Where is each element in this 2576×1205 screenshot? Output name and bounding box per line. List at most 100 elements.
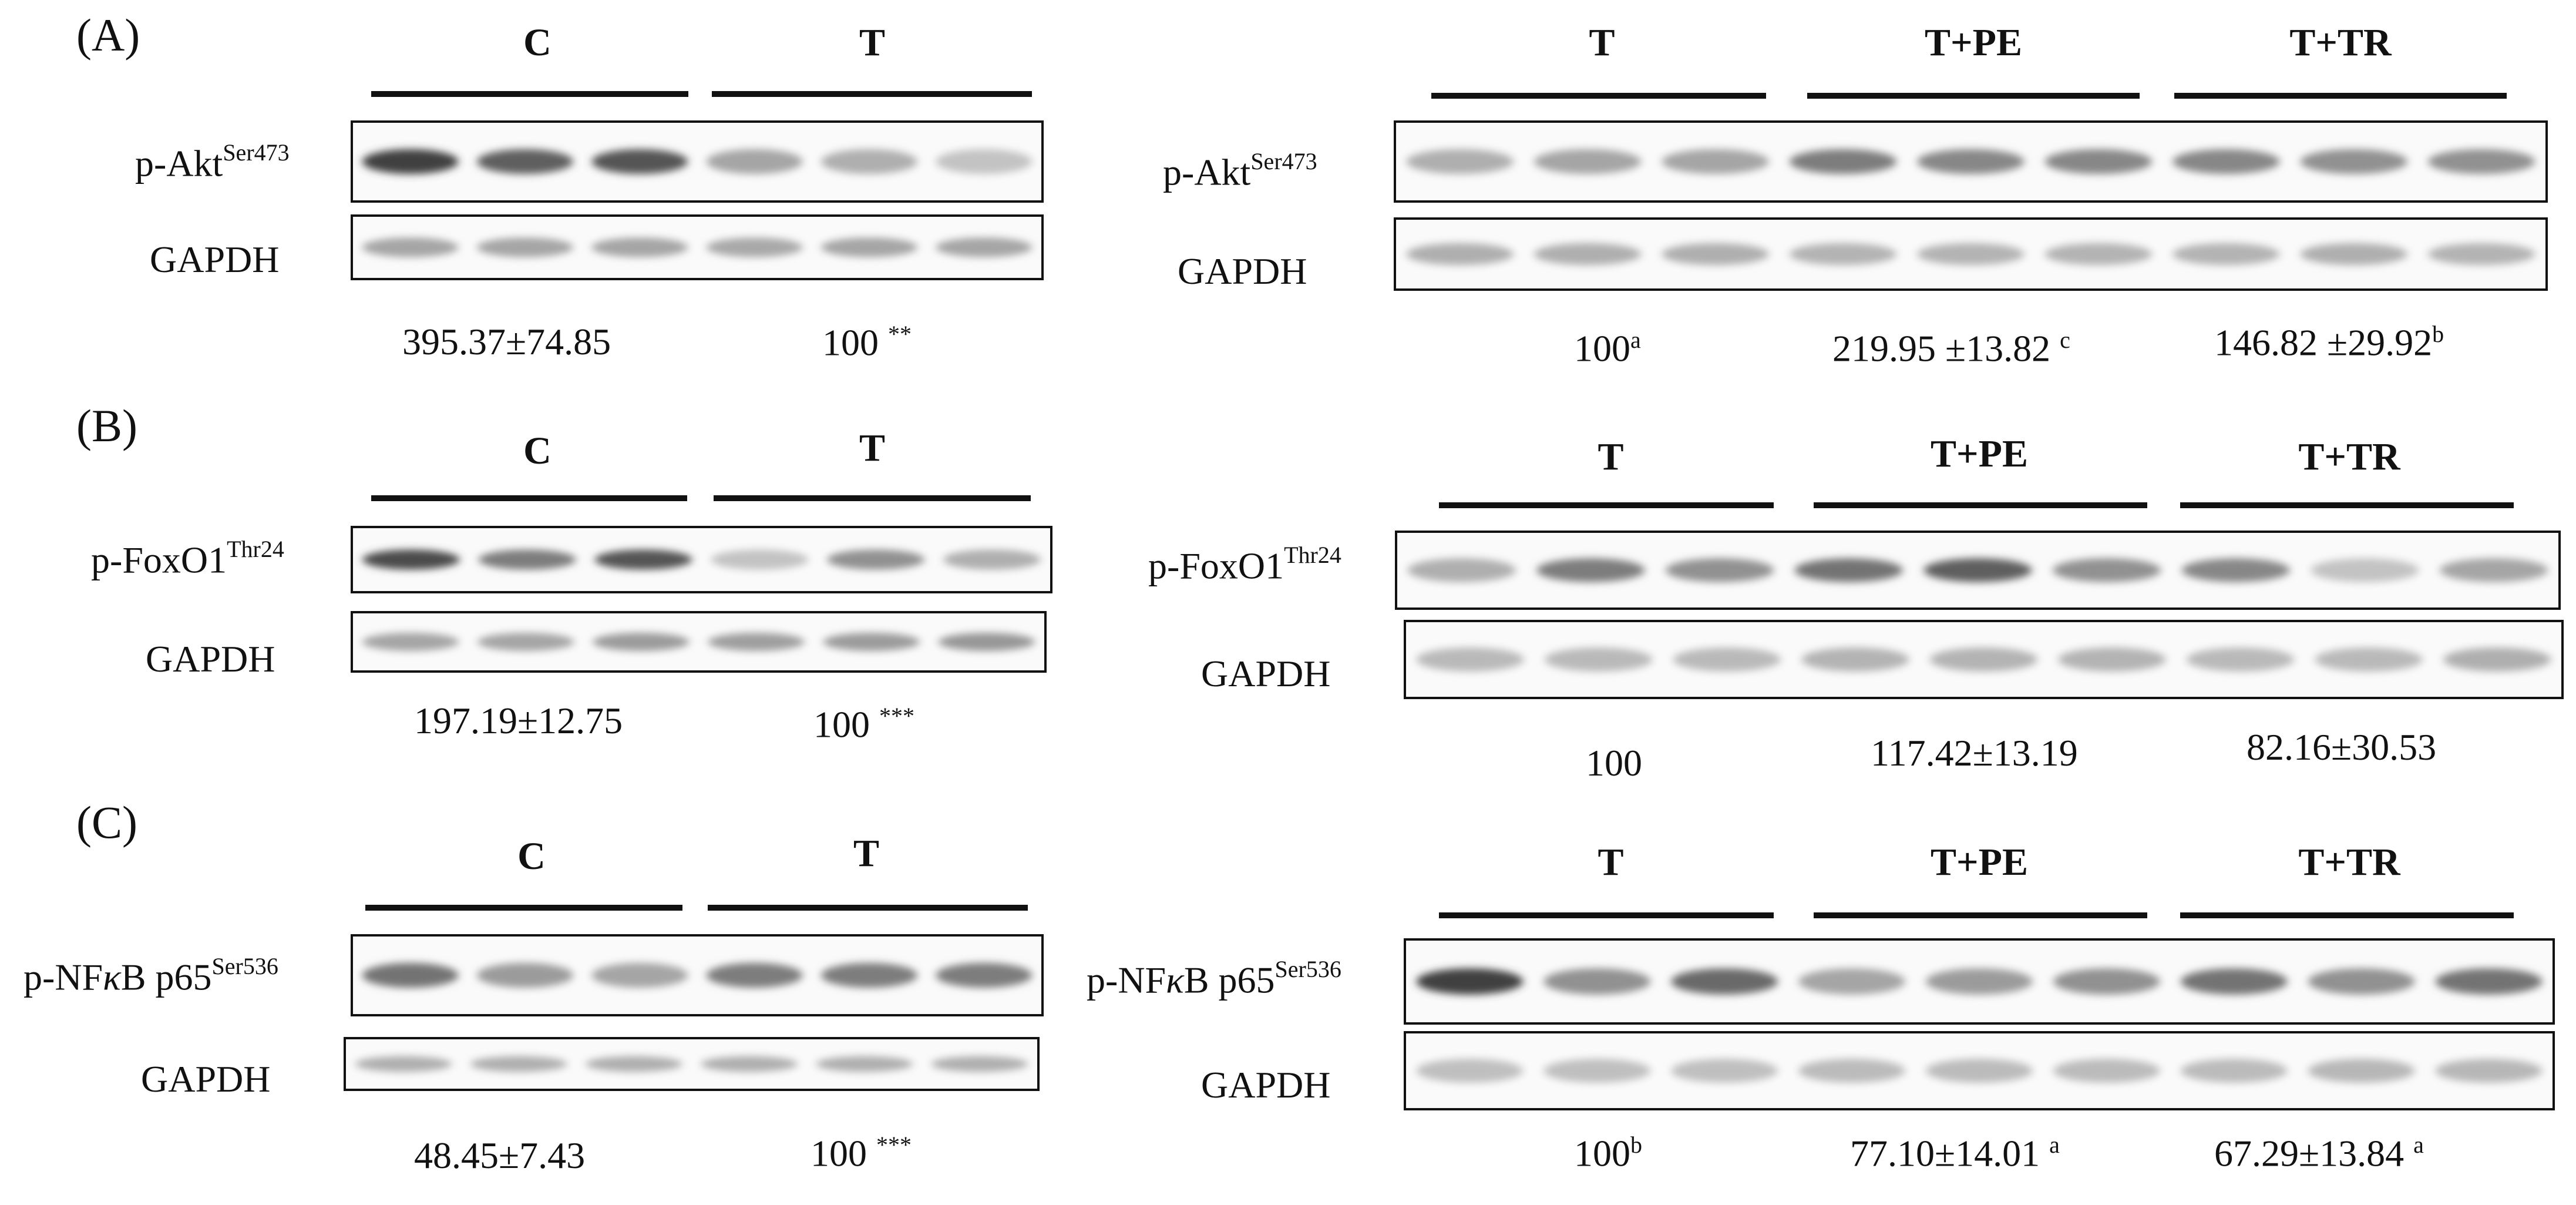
blot-band bbox=[1416, 1059, 1524, 1083]
value-c-c: 48.45±7.43 bbox=[414, 1134, 586, 1176]
group-label-c: C bbox=[523, 21, 551, 64]
blot-band bbox=[2439, 558, 2548, 582]
group-label-t: T bbox=[1589, 21, 1615, 64]
blot-band bbox=[823, 632, 920, 652]
row-label-gapdh: GAPDH bbox=[141, 1058, 271, 1100]
blot-band bbox=[711, 549, 809, 570]
blot-band bbox=[1534, 149, 1642, 174]
value-a-c: 395.37±74.85 bbox=[402, 321, 611, 362]
value-a-t: 100 ** bbox=[822, 321, 912, 364]
blot-band bbox=[820, 149, 918, 174]
blot-band bbox=[1543, 1059, 1651, 1083]
blot-band bbox=[2300, 243, 2408, 266]
blot-bands bbox=[362, 149, 1033, 174]
blot-band bbox=[591, 962, 688, 988]
blot-bands bbox=[1416, 968, 2543, 995]
blot-band bbox=[2173, 243, 2280, 266]
blot-band bbox=[1662, 243, 1769, 266]
group-label-t-pe: T+PE bbox=[1931, 841, 2028, 884]
blot-band bbox=[706, 962, 803, 988]
blot-b-right-gapdh bbox=[1404, 620, 2564, 699]
blot-bands bbox=[355, 1056, 1028, 1072]
blot-band bbox=[470, 1056, 567, 1072]
value-a-right-t: 100a bbox=[1574, 327, 1641, 370]
blot-band bbox=[1534, 243, 1642, 266]
row-label-p-nfkb-p65: p-NFκB p65Ser536 bbox=[1087, 956, 1341, 1001]
blot-band bbox=[820, 237, 918, 257]
blot-a-right-gapdh bbox=[1394, 217, 2548, 291]
blot-band bbox=[938, 632, 1035, 652]
blot-band bbox=[594, 549, 692, 570]
blot-band bbox=[1671, 968, 1778, 995]
row-label-gapdh: GAPDH bbox=[146, 638, 275, 680]
row-label-p-akt: p-AktSer473 bbox=[1163, 148, 1317, 193]
group-underline-t bbox=[708, 905, 1028, 911]
blot-band bbox=[1798, 968, 1906, 995]
blot-b-left-foxo1 bbox=[351, 526, 1052, 593]
blot-bands bbox=[362, 962, 1033, 988]
value-c-right-t-pe: 77.10±14.01 a bbox=[1850, 1132, 2060, 1174]
blot-band bbox=[2180, 968, 2288, 995]
row-label-gapdh: GAPDH bbox=[1201, 1064, 1331, 1106]
group-label-c: C bbox=[523, 429, 551, 472]
group-underline-t bbox=[712, 91, 1032, 97]
blot-band bbox=[1545, 647, 1653, 672]
blot-band bbox=[1671, 1059, 1778, 1083]
blot-band bbox=[355, 1056, 452, 1072]
blot-band bbox=[816, 1056, 913, 1072]
value-a-right-t-tr: 146.82 ±29.92b bbox=[2214, 321, 2444, 364]
blot-c-left-nfkb bbox=[351, 934, 1044, 1016]
blot-band bbox=[2435, 1059, 2543, 1083]
group-underline-t bbox=[1431, 93, 1766, 99]
panel-label-a: (A) bbox=[76, 9, 140, 61]
blot-band bbox=[1536, 558, 1645, 582]
value-b-right-t-tr: 82.16±30.53 bbox=[2247, 726, 2437, 768]
blot-band bbox=[1662, 149, 1769, 174]
row-label-gapdh: GAPDH bbox=[150, 239, 280, 280]
group-underline-t-pe bbox=[1807, 93, 2140, 99]
blot-band bbox=[1789, 149, 1897, 174]
group-underline-t bbox=[714, 495, 1031, 501]
blot-band bbox=[476, 149, 574, 174]
blot-c-right-nfkb bbox=[1404, 938, 2555, 1025]
blot-band bbox=[708, 632, 805, 652]
blot-band bbox=[931, 1056, 1028, 1072]
group-label-t: T bbox=[1598, 841, 1624, 884]
blot-bands bbox=[362, 632, 1035, 652]
group-label-t: T bbox=[853, 832, 880, 875]
blot-band bbox=[1801, 647, 1909, 672]
value-c-right-t-tr: 67.29±13.84 a bbox=[2214, 1132, 2424, 1174]
blot-band bbox=[1798, 1059, 1906, 1083]
blot-band bbox=[591, 237, 688, 257]
group-underline-t-tr bbox=[2180, 502, 2514, 508]
blot-band bbox=[2053, 1059, 2160, 1083]
group-underline-t bbox=[1439, 502, 1774, 508]
blot-band bbox=[2315, 647, 2423, 672]
blot-band bbox=[362, 962, 459, 988]
blot-bands bbox=[1416, 1059, 2543, 1083]
group-underline-t-tr bbox=[2180, 912, 2514, 918]
blot-band bbox=[2427, 243, 2535, 266]
blot-band bbox=[1925, 968, 2033, 995]
blot-band bbox=[591, 149, 688, 174]
blot-c-right-gapdh bbox=[1404, 1031, 2555, 1110]
blot-band bbox=[820, 962, 918, 988]
group-label-t-pe: T+PE bbox=[1925, 21, 2022, 64]
blot-band bbox=[1406, 243, 1514, 266]
blot-band bbox=[2435, 968, 2543, 995]
blot-band bbox=[2308, 968, 2415, 995]
group-label-t: T bbox=[859, 427, 886, 469]
blot-band bbox=[936, 962, 1033, 988]
value-c-t: 100 *** bbox=[811, 1132, 912, 1174]
blot-a-left-akt bbox=[351, 120, 1044, 203]
blot-band bbox=[1543, 968, 1651, 995]
blot-band bbox=[1407, 558, 1516, 582]
blot-a-left-gapdh bbox=[351, 214, 1044, 280]
blot-band bbox=[1789, 243, 1897, 266]
blot-bands bbox=[1406, 149, 2535, 174]
blot-band bbox=[362, 237, 459, 257]
row-label-p-foxo1: p-FoxO1Thr24 bbox=[91, 536, 284, 581]
group-underline-t bbox=[1439, 912, 1774, 918]
value-b-c: 197.19±12.75 bbox=[414, 700, 623, 741]
row-label-gapdh: GAPDH bbox=[1178, 250, 1307, 292]
